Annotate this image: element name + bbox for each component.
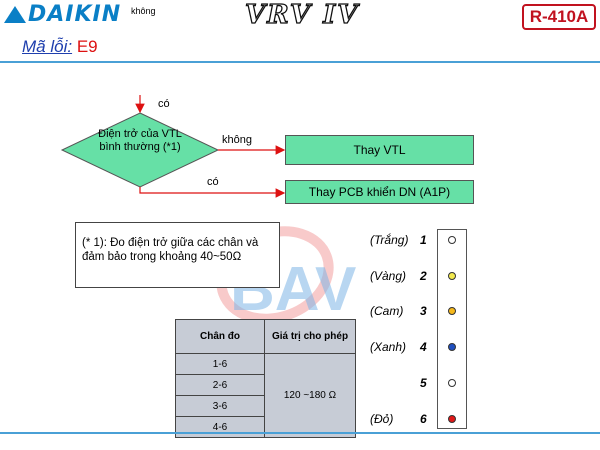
- table-header: Giá trị cho phép: [264, 319, 356, 354]
- series-title: VRV IV: [244, 0, 360, 31]
- no-label: không: [222, 134, 252, 146]
- table-header: Chân đo: [175, 319, 265, 354]
- brand-sub-text: không: [131, 6, 156, 16]
- refrigerant-badge: R-410A: [522, 4, 596, 30]
- pin-dot: [448, 307, 456, 315]
- pin-number: 3: [420, 304, 427, 318]
- table-row: 1-6 120 ~180 Ω: [175, 353, 356, 438]
- pin-dot: [448, 272, 456, 280]
- resistance-table: Chân đo Giá trị cho phép 1-6 120 ~180 Ω …: [175, 319, 356, 438]
- allowed-value-cell: 120 ~180 Ω: [264, 353, 356, 438]
- pin-pair-cell: 1-6: [175, 353, 265, 375]
- pin-pair-cell: 4-6: [175, 416, 265, 438]
- table-header-row: Chân đo Giá trị cho phép: [175, 319, 356, 354]
- pin-number: 5: [420, 376, 427, 390]
- pin-dot: [448, 236, 456, 244]
- pin-number: 6: [420, 412, 427, 426]
- table-row: 3-6: [175, 395, 356, 417]
- pin-number: 2: [420, 269, 427, 283]
- yes-label: có: [207, 176, 219, 188]
- footer-divider: [0, 432, 600, 434]
- table-row: 2-6: [175, 374, 356, 396]
- pin-number: 4: [420, 340, 427, 354]
- brand-logo: DAIKIN: [28, 2, 122, 27]
- decision-text: Điện trở của VTL bình thường (*1): [98, 128, 182, 153]
- entry-label: có: [158, 98, 170, 110]
- error-label: Mã lỗi:: [22, 37, 73, 56]
- pin-dot: [448, 379, 456, 387]
- error-code: E9: [76, 37, 98, 56]
- wire-color-label: (Cam): [370, 304, 404, 318]
- pin-pair-cell: 2-6: [175, 374, 265, 396]
- wire-color-label: (Đỏ): [370, 412, 394, 426]
- pin-dot: [448, 343, 456, 351]
- pin-dot: [448, 415, 456, 423]
- error-heading: Mã lỗi: E9: [22, 37, 98, 57]
- pin-number: 1: [420, 233, 427, 247]
- daikin-logo-icon: [4, 6, 26, 23]
- wire-color-label: (Trắng): [370, 233, 409, 247]
- measurement-note: (* 1): Đo điện trở giữa các chân và đảm …: [75, 222, 280, 288]
- pin-pair-cell: 3-6: [175, 395, 265, 417]
- yes-arrow: [139, 187, 286, 198]
- wire-color-label: (Vàng): [370, 269, 407, 283]
- connector-body: [437, 229, 467, 429]
- header-divider: [0, 61, 600, 63]
- replace-pcb-box: Thay PCB khiển DN (A1P): [285, 180, 474, 204]
- wire-color-label: (Xanh): [370, 340, 407, 354]
- replace-vtl-box: Thay VTL: [285, 135, 474, 165]
